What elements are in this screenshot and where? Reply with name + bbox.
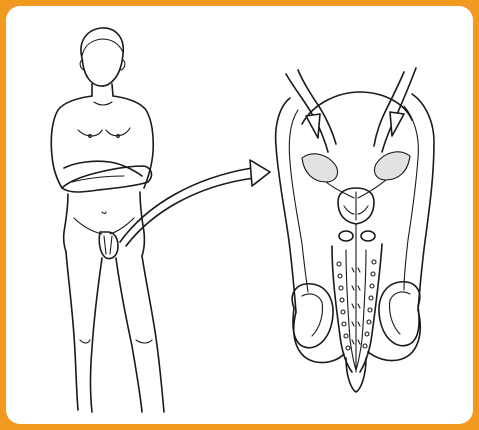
man-leg-right-inner — [116, 258, 142, 412]
anatomy-erectile-tissue-right — [363, 260, 376, 348]
anatomy-testicle-left — [292, 284, 333, 348]
arrow-head — [250, 160, 270, 186]
anatomy-vas-deferens-left — [286, 74, 328, 152]
arrow-shaft-inner — [126, 178, 254, 246]
anatomy-gland-left — [339, 231, 353, 241]
anatomy-seminal-vesicle-right — [374, 152, 410, 180]
anatomy-cross-section — [276, 68, 434, 392]
illustration-panel — [6, 6, 473, 424]
illustration-svg — [6, 6, 473, 424]
man-groin-right — [110, 218, 134, 234]
man-navel — [102, 212, 106, 214]
anatomy-arrow-left — [306, 114, 320, 138]
man-arm-lower — [64, 161, 142, 176]
anatomy-shaft-left-inner — [346, 250, 356, 370]
standing-man-figure — [51, 28, 164, 412]
anatomy-seminal-vesicle-left — [302, 154, 338, 182]
anatomy-testicle-right — [379, 282, 420, 346]
man-hair — [82, 39, 123, 56]
man-genitals-detail — [104, 236, 112, 254]
anatomy-inner-right — [404, 106, 418, 290]
man-knee-left — [80, 340, 90, 343]
man-forearm-line — [72, 176, 124, 182]
man-leg-left-inner — [91, 258, 103, 412]
man-arm-upper — [62, 166, 151, 192]
anatomy-scrotum-right — [368, 310, 420, 361]
anatomy-scrotum-left — [294, 312, 344, 363]
man-waist-right — [140, 192, 144, 256]
anatomy-prostate-lobe-left — [344, 206, 354, 214]
anatomy-gland-right — [361, 231, 375, 241]
anatomy-outer-left — [276, 98, 296, 312]
man-collarbone — [94, 102, 112, 105]
man-genitals — [99, 232, 118, 259]
man-waist-left — [64, 194, 68, 252]
anatomy-epididymis-left — [302, 294, 323, 336]
man-torso-left — [51, 96, 92, 188]
man-knee-right — [136, 340, 152, 343]
man-leg-right-outer — [142, 256, 164, 412]
man-torso-right — [113, 96, 153, 188]
anatomy-prostate-lobe-right — [358, 206, 368, 214]
anatomy-epididymis-right — [389, 292, 410, 334]
curved-arrow — [120, 160, 270, 246]
anatomy-arrow-right — [390, 112, 404, 136]
anatomy-vas-deferens-right — [382, 68, 416, 152]
man-groin-left — [74, 218, 102, 234]
anatomy-shaft-left-outer — [332, 246, 352, 372]
man-leg-left-outer — [66, 252, 78, 410]
man-head — [81, 28, 123, 86]
